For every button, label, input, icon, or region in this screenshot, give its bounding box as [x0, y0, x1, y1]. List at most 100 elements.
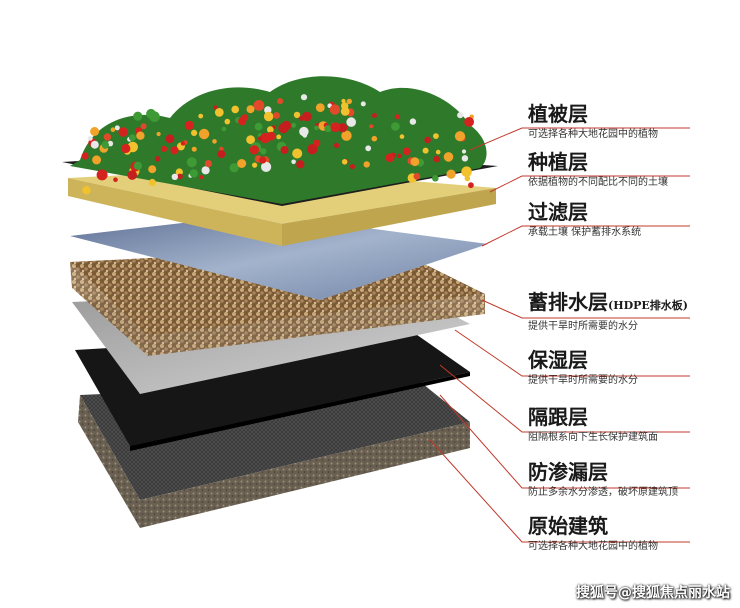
flower-dot [246, 105, 255, 114]
flower-dot [346, 117, 357, 127]
flower-dot [177, 173, 183, 180]
flower-dot [369, 124, 374, 129]
label-desc: 承载土壤 保护蓄排水系统 [528, 227, 642, 238]
flower-dot [82, 186, 91, 195]
watermark: 搜狐号@搜狐焦点丽水站 [576, 585, 730, 601]
flower-dot [338, 123, 348, 133]
flower-dot [433, 155, 441, 163]
flower-dot [385, 153, 395, 163]
leader-line [439, 394, 690, 489]
flower-dot [87, 136, 93, 141]
flower-dot [302, 111, 312, 122]
flower-dot [261, 161, 272, 172]
flower-dot [296, 160, 305, 169]
flower-dot [365, 145, 372, 152]
label-title: 蓄排水层(HDPE排水板) [528, 290, 733, 318]
label-base-building: 原始建筑 可选择各种大地花园中的植物 [528, 514, 733, 553]
flower-dot [341, 159, 348, 165]
flower-dot [461, 149, 467, 154]
flower-dot [229, 163, 239, 173]
flower-dot [81, 152, 89, 160]
flower-dot [101, 140, 109, 148]
flower-dot [238, 117, 247, 126]
flower-dot [191, 129, 198, 136]
leader-line [489, 175, 690, 193]
label-desc: 防止多余水分渗透，破坏原建筑顶 [528, 487, 678, 498]
flower-dot [90, 140, 99, 149]
label-title: 植被层 [528, 102, 588, 126]
flower-dot [464, 175, 471, 182]
label-desc: 提供干旱时所需要的水分 [528, 321, 638, 332]
flower-dot [397, 153, 402, 159]
flower-dot [212, 139, 217, 144]
flower-dot [114, 125, 120, 131]
flower-dot [219, 146, 224, 152]
flower-dot [259, 156, 267, 164]
flower-dot [221, 126, 227, 132]
flower-dot [90, 127, 100, 136]
flower-dot [277, 98, 284, 105]
flower-dot [333, 142, 340, 149]
flower-dot [213, 105, 218, 110]
flower-dot [156, 131, 161, 137]
flower-dot [191, 146, 197, 152]
flower-dot [113, 177, 118, 182]
flower-dot [291, 159, 296, 165]
flower-dot [291, 122, 296, 128]
flower-dot [92, 155, 102, 165]
flower-dot [468, 182, 474, 189]
flower-dot [204, 160, 212, 168]
flower-dot [324, 125, 332, 133]
flower-dot [349, 164, 355, 170]
flower-dot [314, 125, 319, 131]
flower-dot [433, 133, 439, 140]
flower-dot [170, 146, 179, 155]
flower-dot [340, 107, 350, 116]
flower-dot [293, 111, 301, 119]
flower-dot [140, 123, 147, 130]
flower-dot [461, 166, 472, 177]
flower-dot [180, 141, 186, 146]
label-title: 防渗漏层 [528, 460, 608, 484]
flower-dot [154, 156, 161, 162]
filter-layer [70, 214, 488, 300]
label-title: 隔跟层 [528, 405, 588, 429]
flower-dot [148, 165, 157, 174]
flower-dot [128, 134, 136, 142]
label-title: 保湿层 [528, 348, 588, 372]
leader-line [481, 225, 690, 247]
flower-dot [214, 108, 224, 117]
flower-dot [443, 152, 454, 162]
flower-dot [246, 135, 256, 145]
label-title: 原始建筑 [528, 514, 608, 538]
flower-dot [253, 100, 265, 111]
flower-dot [454, 131, 466, 142]
flower-dot [341, 130, 352, 141]
leader-line [481, 299, 690, 319]
flower-dot [148, 178, 156, 187]
label-desc: 可选择各种大地花园中的植物 [528, 129, 658, 140]
flower-dot [329, 104, 341, 115]
label-waterproof: 防渗漏层 防止多余水分渗透，破坏原建筑顶 [528, 460, 733, 499]
flower-dot [103, 133, 112, 141]
flower-dot [464, 117, 474, 127]
flower-dot [184, 120, 194, 130]
label-title-suffix: (HDPE排水板) [608, 299, 688, 312]
label-drainage: 蓄排水层(HDPE排水板) 提供干旱时所需要的水分 [528, 290, 733, 333]
leader-line [429, 439, 690, 543]
flower-dot [446, 169, 456, 179]
flower-dot [165, 134, 175, 144]
flower-dot [391, 122, 400, 131]
label-filter: 过滤层 承载土壤 保护蓄排水系统 [528, 200, 733, 239]
flower-dot [224, 118, 231, 125]
label-desc: 可选择各种大地花园中的植物 [528, 541, 658, 552]
flower-dot [409, 118, 417, 125]
flower-dot [257, 136, 263, 141]
flower-dot [402, 147, 411, 156]
flower-dot [198, 128, 210, 140]
flower-dot [372, 113, 377, 118]
flower-dot [110, 127, 116, 132]
flower-dot [199, 175, 204, 180]
flower-dot [299, 126, 309, 137]
